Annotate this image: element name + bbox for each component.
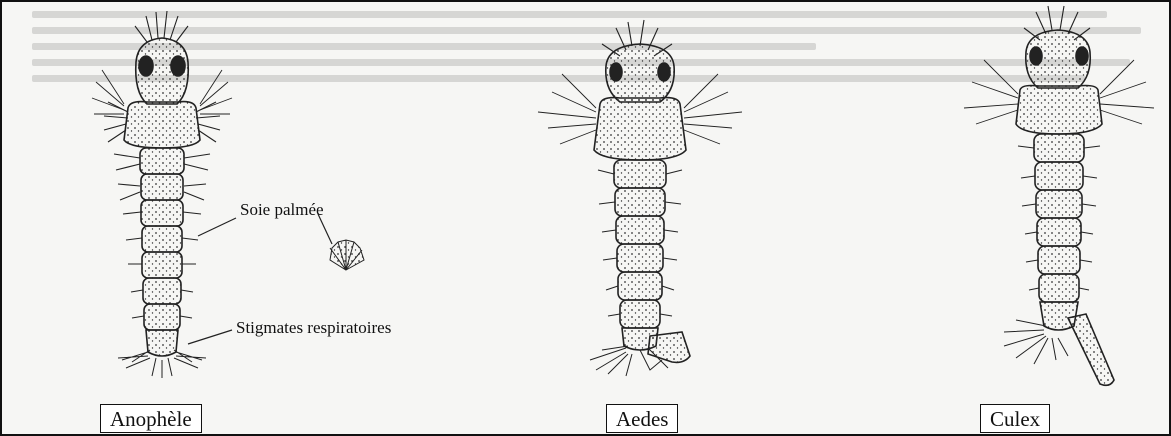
anophele-name-box: Anophèle bbox=[100, 404, 202, 433]
stigmates-pointer bbox=[188, 330, 232, 344]
aedes-larva bbox=[538, 20, 742, 376]
culex-abdomen bbox=[1034, 134, 1084, 330]
culex-thorax bbox=[1016, 86, 1102, 135]
culex-name-box: Culex bbox=[980, 404, 1050, 433]
soie-palmee-label: Soie palmée bbox=[240, 200, 324, 220]
aedes-abdomen bbox=[614, 160, 666, 350]
aedes-name-box: Aedes bbox=[606, 404, 678, 433]
culex-larva bbox=[964, 6, 1154, 385]
aedes-siphon bbox=[648, 332, 690, 362]
anophele-abdomen bbox=[140, 148, 184, 356]
aedes-thorax bbox=[594, 98, 686, 160]
culex-siphon bbox=[1068, 314, 1114, 385]
anophele-thorax bbox=[124, 102, 200, 148]
soie-palmee-pointer bbox=[198, 218, 236, 236]
soie-palmee-fan bbox=[330, 240, 364, 270]
stigmates-label: Stigmates respiratoires bbox=[236, 318, 391, 338]
